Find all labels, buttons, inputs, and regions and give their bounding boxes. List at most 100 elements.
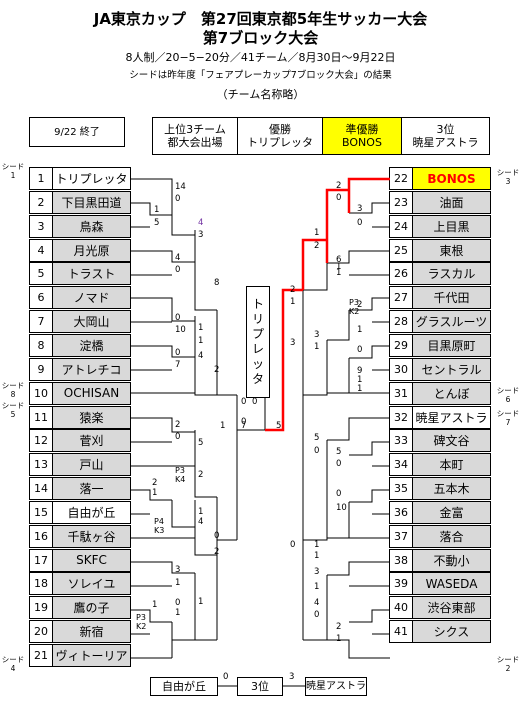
score-label: 0 <box>336 459 342 469</box>
team-number: 20 <box>30 621 53 643</box>
team-name: 碑文谷 <box>413 430 490 452</box>
team-name: 暁星アストラ <box>413 406 490 428</box>
team-number: 38 <box>390 549 413 571</box>
third-label: 3位 <box>436 123 455 136</box>
team-number: 3 <box>30 215 53 237</box>
team-number: 19 <box>30 597 53 619</box>
team-name: 五本木 <box>413 478 490 500</box>
score-label: 3 <box>314 330 320 340</box>
score-label: 1 <box>314 582 320 592</box>
score-label: 0 <box>175 348 181 358</box>
score-label: 2 <box>290 285 296 295</box>
score-label: 2 <box>214 365 220 375</box>
score-label: 3 <box>290 338 296 348</box>
score-label: 5 <box>154 218 160 228</box>
score-label: 1 <box>314 342 320 352</box>
team-name: 不動小 <box>413 549 490 571</box>
score-label: 7 <box>175 360 181 370</box>
score-label: 0 <box>357 345 363 355</box>
score-label: 1 <box>198 597 204 607</box>
score-label: 3 <box>198 230 204 240</box>
team-name: 渋谷東部 <box>413 597 490 619</box>
score-label: 0 <box>336 193 342 203</box>
score-label: 0 <box>175 194 181 204</box>
team-number: 17 <box>30 549 53 571</box>
score-label: 7 <box>241 421 247 431</box>
team-number: 34 <box>390 454 413 476</box>
team-name: 大岡山 <box>53 311 130 333</box>
score-label: 2 <box>336 622 342 632</box>
winner-name: トリプレッタ <box>247 136 313 149</box>
team-name: SKFC <box>53 549 130 571</box>
champion-char: ト <box>251 297 264 311</box>
team-number: 37 <box>390 525 413 547</box>
team-number: 13 <box>30 454 53 476</box>
third-match-right-score: 3 <box>289 672 295 682</box>
score-label: 1 <box>336 268 342 278</box>
score-label: 0 <box>175 598 181 608</box>
team-number: 4 <box>30 239 53 261</box>
score-label: 2 <box>152 478 158 488</box>
score-label: 0 <box>290 540 296 550</box>
team-number: 35 <box>390 478 413 500</box>
team-name: トリプレッタ <box>53 168 130 189</box>
score-label: 0 <box>241 417 247 427</box>
team-number: 7 <box>30 311 53 333</box>
team-name: 千駄ヶ谷 <box>53 525 130 547</box>
qualify-line1: 上位3チーム <box>164 123 226 136</box>
score-label: 1 <box>220 421 226 431</box>
score-label: 0 <box>314 610 320 620</box>
team-number: 1 <box>30 168 53 189</box>
score-label: 4 <box>198 517 204 527</box>
champion-char: タ <box>251 372 264 386</box>
score-label: 2 <box>357 300 363 310</box>
team-name: 千代田 <box>413 287 490 309</box>
team-number: 36 <box>390 501 413 523</box>
score-label: 6 <box>336 255 342 265</box>
score-label: 3 <box>357 204 363 214</box>
team-name: 菅刈 <box>53 430 130 452</box>
champion-char: ッ <box>251 357 264 371</box>
team-name: BONOS <box>413 168 490 189</box>
score-label: 0 <box>214 531 220 541</box>
team-number: 23 <box>390 191 413 213</box>
champion-char: リ <box>251 312 264 326</box>
team-number: 25 <box>390 239 413 261</box>
team-number: 41 <box>390 621 413 643</box>
team-number: 31 <box>390 382 413 404</box>
score-label: 1 <box>357 384 363 394</box>
runner-up-name: BONOS <box>342 136 382 149</box>
team-name: ノマド <box>53 287 130 309</box>
champion-char: プ <box>251 327 264 341</box>
score-label: 5 <box>198 438 204 448</box>
score-label: 1 <box>314 551 320 561</box>
team-name: 新宿 <box>53 621 130 643</box>
score-label: 2 <box>175 420 181 430</box>
score-label: 5 <box>336 447 342 457</box>
team-name: ヴィトーリア <box>53 645 130 666</box>
team-number: 30 <box>390 358 413 380</box>
